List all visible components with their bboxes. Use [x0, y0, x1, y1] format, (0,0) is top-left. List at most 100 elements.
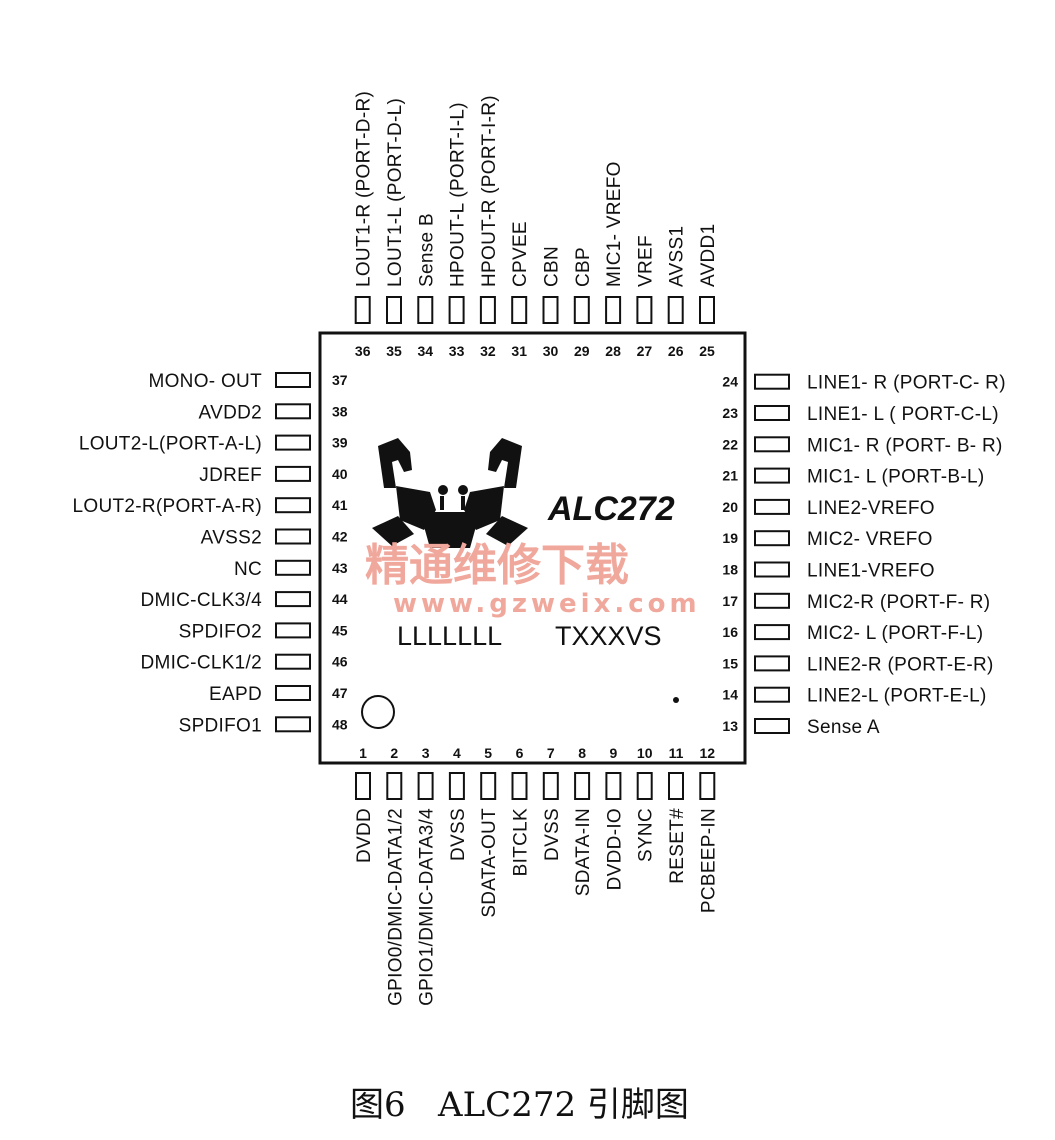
pin-label-29: CBP	[573, 247, 594, 287]
pin-label-1: DVDD	[354, 808, 375, 863]
pin-pad-32	[479, 296, 496, 324]
pin-number-11: 11	[669, 745, 684, 761]
pin-label-12: PCBEEP-IN	[698, 808, 719, 913]
pin-label-2: GPIO0/DMIC-DATA1/2	[385, 808, 406, 1006]
pin-label-40: JDREF	[199, 465, 262, 486]
pin-number-48: 48	[332, 716, 348, 732]
pin-number-33: 33	[449, 343, 465, 359]
pin-label-13: Sense A	[807, 717, 880, 738]
pin-label-39: LOUT2-L(PORT-A-L)	[79, 434, 262, 455]
pin-label-48: SPDIFO1	[179, 715, 262, 736]
figure-caption: 图6 ALC272 引脚图	[350, 1085, 689, 1125]
pin-label-43: NC	[234, 559, 262, 580]
pin-pad-1	[355, 772, 371, 800]
pin-number-43: 43	[332, 560, 348, 576]
pin-label-10: SYNC	[636, 808, 657, 862]
pin-label-4: DVSS	[448, 808, 469, 861]
pin-label-46: DMIC-CLK1/2	[140, 653, 262, 674]
chip-dot-mark	[673, 697, 679, 703]
pin-label-47: EAPD	[209, 684, 262, 705]
pin-pad-15	[754, 655, 790, 672]
pin-pad-26	[667, 296, 684, 324]
pin-number-25: 25	[699, 343, 715, 359]
pin-pad-16	[754, 624, 790, 641]
pin-label-42: AVSS2	[201, 528, 262, 549]
pin-label-3: GPIO1/DMIC-DATA3/4	[417, 808, 438, 1006]
pin-number-37: 37	[332, 372, 348, 388]
pin-label-6: BITCLK	[511, 808, 532, 876]
pin-number-16: 16	[722, 624, 738, 640]
pin-pad-28	[605, 296, 622, 324]
chip-marking-line2: TXXXVS	[555, 621, 662, 651]
pin-number-24: 24	[722, 374, 738, 390]
pin-label-20: LINE2-VREFO	[807, 498, 935, 519]
pin-number-8: 8	[578, 745, 586, 761]
pin-pad-31	[511, 296, 528, 324]
pin-label-22: MIC1- R (PORT- B- R)	[807, 435, 1003, 456]
pin-label-23: LINE1- L ( PORT-C-L)	[807, 404, 999, 425]
pin-pad-5	[480, 772, 497, 800]
pin-label-33: HPOUT-L (PORT-I-L)	[448, 102, 469, 287]
pin-label-17: MIC2-R (PORT-F- R)	[807, 592, 990, 613]
pin-pad-34	[417, 296, 434, 324]
pin-pad-11	[668, 772, 684, 800]
pin-number-14: 14	[722, 687, 738, 703]
pin-number-41: 41	[332, 497, 348, 513]
pin-number-23: 23	[722, 405, 738, 421]
pin-number-32: 32	[480, 343, 496, 359]
pin-label-44: DMIC-CLK3/4	[140, 590, 262, 611]
pin-number-12: 12	[700, 745, 716, 761]
pin-pad-22	[754, 436, 790, 453]
pin-label-34: Sense B	[416, 213, 437, 287]
pin-number-3: 3	[422, 745, 430, 761]
pin-number-22: 22	[722, 436, 738, 452]
pins-group: 1DVDD2GPIO0/DMIC-DATA1/23GPIO1/DMIC-DATA…	[73, 91, 1006, 1006]
pin-number-10: 10	[637, 745, 653, 761]
pin-label-18: LINE1-VREFO	[807, 561, 935, 582]
pin-label-28: MIC1- VREFO	[604, 161, 625, 287]
chip-body	[318, 331, 747, 765]
pin-number-46: 46	[332, 654, 348, 670]
pin-label-26: AVSS1	[667, 226, 688, 287]
pin-pad-12	[699, 772, 716, 800]
pin-number-27: 27	[637, 343, 653, 359]
pin-number-44: 44	[332, 591, 348, 607]
pin-label-19: MIC2- VREFO	[807, 529, 933, 550]
pin-number-35: 35	[386, 343, 402, 359]
pin-label-32: HPOUT-R (PORT-I-R)	[479, 95, 500, 287]
realtek-logo	[372, 438, 528, 548]
pin-pad-29	[573, 296, 590, 324]
pin-number-39: 39	[332, 435, 348, 451]
pin-label-45: SPDIFO2	[179, 621, 262, 642]
pin-label-30: CBN	[542, 246, 563, 287]
pin-label-27: VREF	[635, 235, 656, 287]
pin-label-15: LINE2-R (PORT-E-R)	[807, 654, 994, 675]
pin-pad-46	[275, 653, 311, 670]
pin-pad-40	[275, 465, 311, 482]
pin-number-38: 38	[332, 403, 348, 419]
pin-pad-45	[275, 622, 311, 639]
pin-pad-20	[754, 498, 790, 515]
pin-number-45: 45	[332, 622, 348, 638]
pin-label-14: LINE2-L (PORT-E-L)	[807, 686, 987, 707]
pin-number-18: 18	[722, 562, 738, 578]
pin-number-26: 26	[668, 343, 684, 359]
pin-pad-6	[511, 772, 528, 800]
pin-pad-7	[542, 772, 559, 800]
pin-pad-37	[275, 372, 311, 388]
pin-number-42: 42	[332, 529, 348, 545]
pin-number-4: 4	[453, 745, 461, 761]
pin-pad-14	[754, 686, 790, 703]
pin-number-20: 20	[722, 499, 738, 515]
pin-number-9: 9	[610, 745, 618, 761]
pin-number-15: 15	[722, 655, 738, 671]
pin-label-25: AVDD1	[698, 224, 719, 287]
pin-number-36: 36	[355, 343, 371, 359]
watermark-chinese: 精通维修下载	[365, 540, 629, 591]
pin-pad-23	[754, 405, 790, 421]
pin-label-38: AVDD2	[199, 402, 262, 423]
pin-pad-17	[754, 592, 790, 609]
chip-marking-line1: LLLLLLL	[397, 621, 502, 651]
pin-pad-38	[275, 403, 311, 420]
pin-number-19: 19	[722, 530, 738, 546]
